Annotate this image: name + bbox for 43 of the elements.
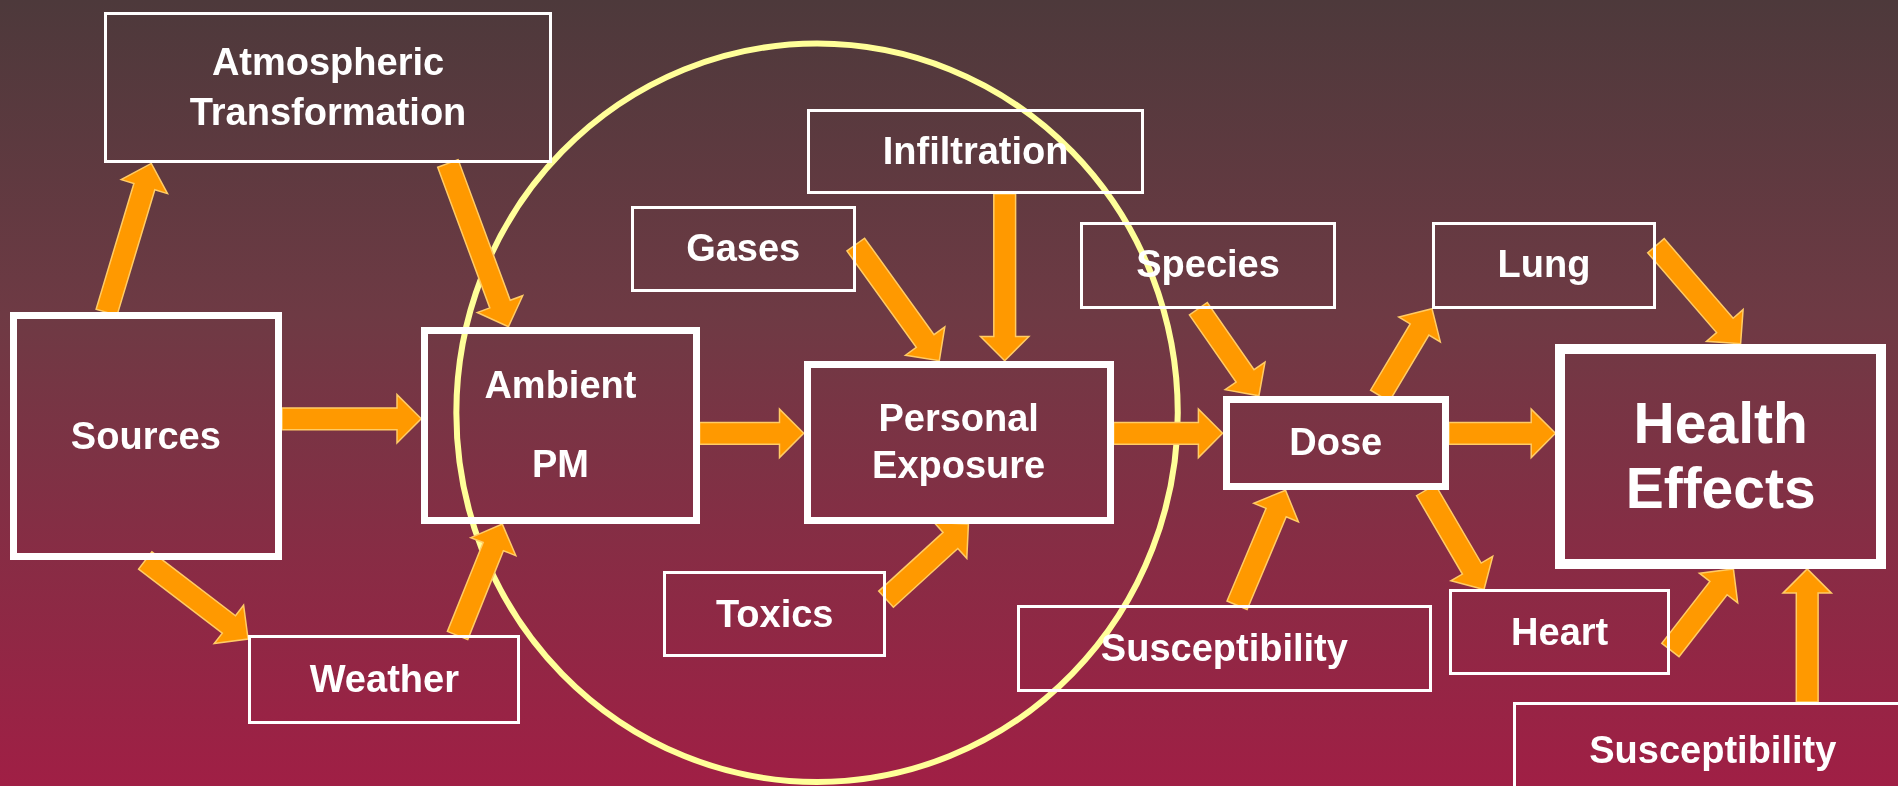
box-label: Personal Exposure (871, 395, 1047, 489)
block-arrow (281, 392, 423, 445)
process-box (9, 312, 282, 561)
block-arrow (1448, 407, 1557, 460)
box-label: Susceptibility (1589, 727, 1837, 773)
box-label: Weather (309, 656, 459, 702)
box-label: Gases (686, 225, 801, 271)
process-box (104, 12, 552, 164)
block-arrow (698, 407, 805, 460)
process-box (1016, 605, 1432, 693)
box-label: Ambient PM (483, 362, 638, 488)
block-arrow (845, 237, 946, 362)
block-arrow (1781, 567, 1834, 703)
box-label: Toxics (715, 591, 834, 637)
box-label: Sources (70, 413, 221, 459)
process-box (421, 326, 700, 525)
process-box (807, 108, 1144, 194)
block-arrow (1112, 407, 1224, 460)
block-arrow (436, 158, 525, 328)
block-arrow (446, 523, 518, 641)
process-box (1448, 589, 1671, 676)
process-box (1431, 221, 1656, 309)
process-box (663, 571, 887, 658)
box-label: Infiltration (882, 128, 1069, 174)
block-arrow (1660, 568, 1739, 658)
process-box (1555, 343, 1886, 569)
block-arrow (1646, 237, 1744, 345)
box-label: Health Effects (1624, 390, 1817, 522)
block-arrow (978, 192, 1031, 362)
box-label: Dose (1289, 420, 1383, 466)
process-box (803, 360, 1114, 525)
box-label: Susceptibility (1100, 626, 1348, 671)
process-box (1513, 702, 1898, 786)
box-label: Atmospheric Transformation (188, 40, 468, 135)
block-arrow (1226, 489, 1300, 611)
box-label: Heart (1511, 609, 1609, 655)
box-label: Lung (1497, 242, 1591, 288)
block-arrow (1188, 301, 1267, 397)
process-box (248, 635, 521, 724)
process-box (630, 205, 856, 292)
block-arrow (877, 521, 970, 609)
process-box (1222, 395, 1449, 491)
block-arrow (137, 550, 249, 645)
